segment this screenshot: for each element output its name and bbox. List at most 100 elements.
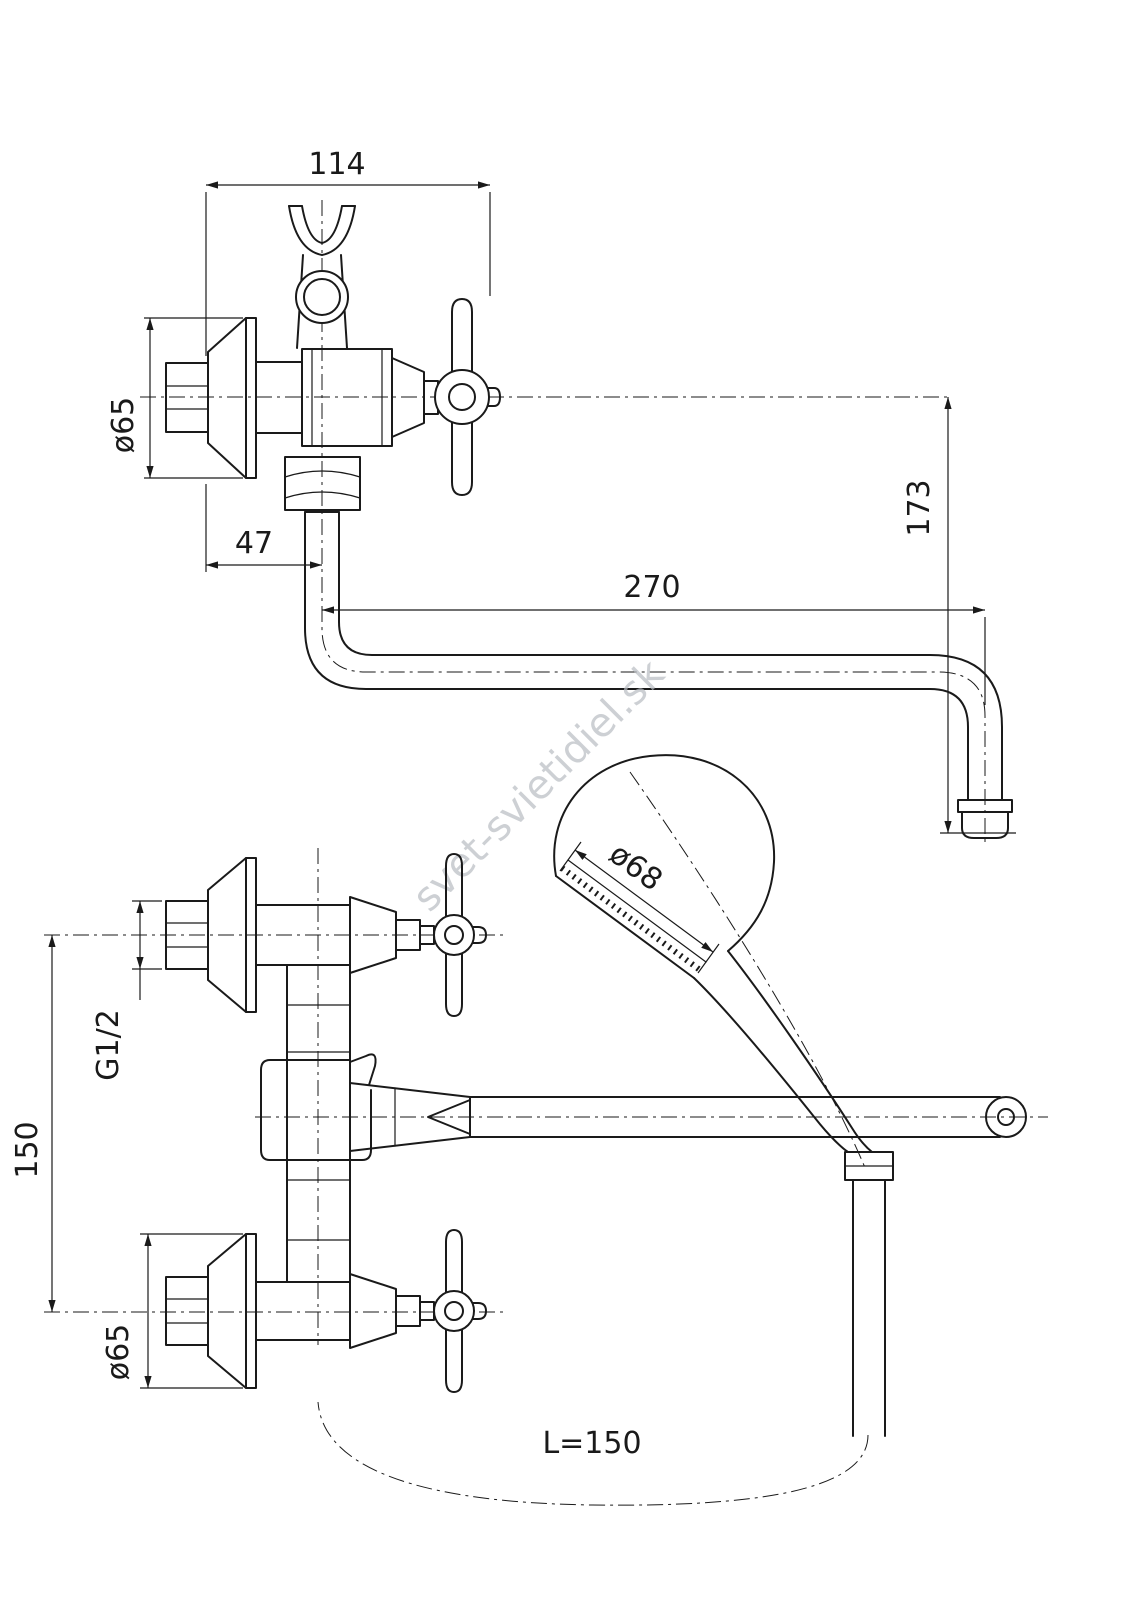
column-edges (286, 964, 351, 1283)
wall-flange-top-view (165, 317, 303, 479)
hex-nut-flats (165, 922, 209, 948)
inlet-centerlines (44, 934, 505, 1313)
top-view: 114 ø65 47 270 173 (106, 147, 1016, 843)
handset-handle-right-edge (727, 950, 873, 1153)
spout-top-view (304, 511, 1013, 839)
handle-hub-cap (444, 925, 464, 945)
dim-spout-reach-270: 270 (322, 570, 986, 705)
spout-centerline (321, 200, 986, 843)
dim-173-label: 173 (902, 479, 937, 536)
handle-hub-cap (444, 1301, 464, 1321)
central-body-column (260, 964, 377, 1283)
fork-ring-inner (303, 278, 341, 316)
dim-flange-dia-top: ø65 (106, 317, 243, 479)
fork-inner-edge (301, 205, 343, 244)
dim-dia68-line (574, 849, 714, 953)
shower-handset (553, 754, 894, 1181)
flange-rim (245, 317, 257, 479)
valve-bell (349, 1273, 397, 1349)
aerator-collar (957, 799, 1013, 813)
dim-offset-47: 47 (205, 484, 322, 572)
hex-nut-flats (165, 385, 209, 410)
spout-inner-edge (338, 511, 1003, 801)
handle-hub (433, 1290, 475, 1332)
valve-neck (395, 1295, 421, 1327)
handle-spoke-right (487, 387, 501, 407)
handset-face-line (555, 875, 695, 979)
handset-head-outline (553, 754, 776, 952)
spout-end-outer (985, 1096, 1027, 1138)
handle-spoke-down (445, 953, 463, 1017)
inlet-hex-nut (165, 1276, 209, 1346)
dim-270-label: 270 (623, 570, 680, 605)
handle-spoke-down (445, 1329, 463, 1393)
cross-handle-top-view (434, 298, 501, 496)
dim-drop-height-173: 173 (902, 397, 1016, 834)
holder-right-wing (349, 1089, 372, 1161)
spout-collar (349, 1082, 471, 1152)
dim-hose-length: L=150 (528, 1424, 658, 1462)
centerlines-front-view (44, 771, 1048, 1506)
dim-47-label: 47 (235, 526, 273, 561)
aerator-tip (961, 811, 1009, 839)
dim-dia68-label: ø68 (603, 836, 669, 898)
inlet-pipe (255, 904, 351, 966)
top-valve-front-view (255, 853, 487, 1017)
column-joints (286, 1004, 351, 1241)
flange-cone (207, 857, 247, 1013)
centerlines-top-view (140, 200, 986, 843)
dim-flange-dia-bottom: ø65 (101, 1233, 243, 1389)
dim-hose-label-background (528, 1424, 658, 1462)
swivel-nut-body (284, 456, 361, 511)
dim-dia65-label: ø65 (101, 1324, 136, 1381)
spout-front-view (349, 1082, 1027, 1152)
handle-spoke-down (451, 422, 473, 496)
handle-spoke-up (445, 853, 463, 917)
valve-stem (419, 1301, 435, 1321)
spout-diverter-notch (427, 1099, 471, 1135)
dim-150-label: 150 (10, 1121, 45, 1178)
flange-rim (245, 1233, 257, 1389)
handle-hub (433, 914, 475, 956)
handset-axis-centerline (629, 771, 867, 1171)
shower-holder-fork (288, 205, 356, 349)
hose-loop-centerline (317, 1401, 869, 1506)
flange-cone (207, 317, 247, 479)
dim-dia68-extension-lines (559, 841, 720, 974)
spout-outer-edge (304, 511, 969, 801)
dim-hose-label: L=150 (542, 1426, 641, 1461)
handle-spoke-up (451, 298, 473, 373)
holder-left-wing (260, 1059, 288, 1161)
spout-end-inner (997, 1108, 1015, 1126)
dim-thread-g12: G1/2 (91, 900, 162, 1081)
handle-hub (434, 369, 490, 425)
spout-swivel-nut (284, 456, 361, 511)
handle-spoke-right (471, 1302, 487, 1320)
hose-tube (852, 1179, 886, 1437)
bottom-valve-front-view (255, 1229, 487, 1393)
handle-spoke-up (445, 1229, 463, 1293)
fork-outer-edge (288, 205, 356, 256)
dim-dia65-extension-lines (144, 317, 243, 479)
dim-g12-label: G1/2 (91, 1009, 126, 1081)
front-view: G1/2 150 ø65 ø68 L=150 (10, 754, 1048, 1506)
inlet-pipe (255, 1281, 351, 1341)
dim-inlet-spacing-150: 150 (10, 935, 56, 1312)
swivel-nut-arcs (284, 470, 361, 499)
handset-handle-left-edge (693, 977, 849, 1153)
holder-joints (286, 1059, 351, 1161)
valve-body-lines (311, 348, 383, 447)
dim-114-label: 114 (308, 147, 365, 182)
wall-flange-bottom-inlet (165, 1233, 257, 1389)
holder-hook (349, 1053, 377, 1086)
hex-nut-flats (165, 1298, 209, 1324)
valve-body-top-view (301, 348, 439, 447)
dim-width-114: 114 (205, 147, 491, 356)
dim-shower-head-dia-68: ø68 (559, 836, 720, 974)
shower-hose (852, 1179, 886, 1437)
handle-hub-cap (448, 383, 476, 411)
dim-dia65-label: ø65 (106, 397, 141, 454)
handle-spoke-right (471, 926, 487, 944)
